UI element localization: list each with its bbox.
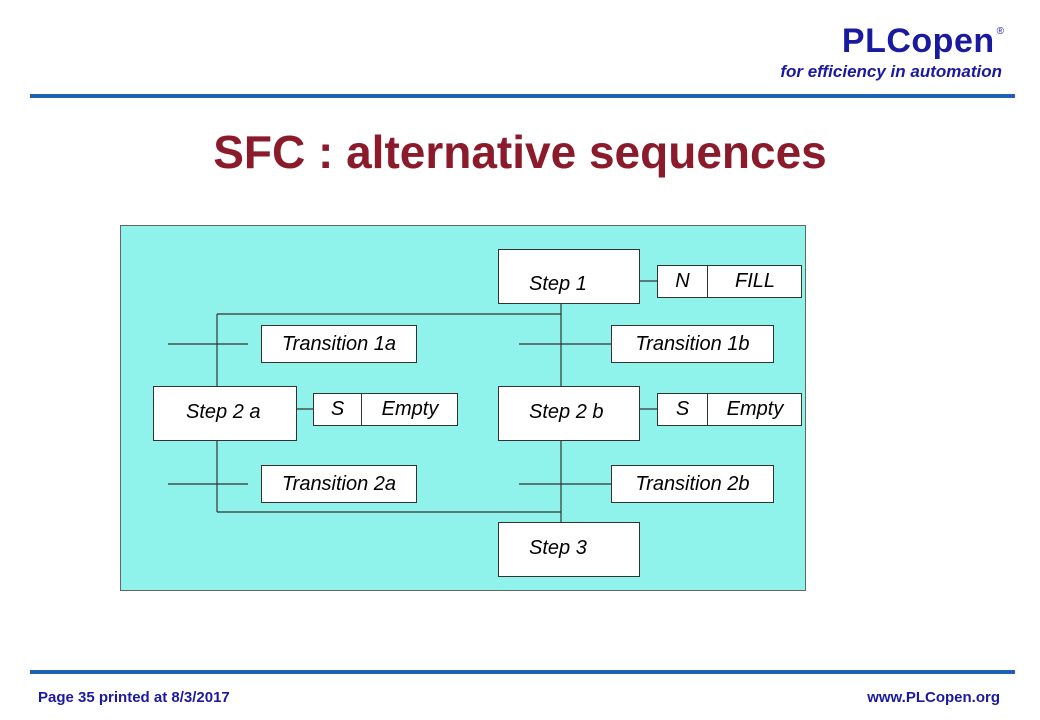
action-name: Empty <box>726 398 784 420</box>
header-divider <box>30 94 1015 98</box>
page-title: SFC : alternative sequences <box>213 126 827 178</box>
step-2a-label: Step 2 a <box>186 401 261 423</box>
step-3-label: Step 3 <box>529 537 587 559</box>
brand-logo: PLCopen® <box>842 22 1004 60</box>
action-block-step2a[interactable]: S Empty <box>313 393 458 426</box>
transition-2a[interactable]: Transition 2a <box>261 465 417 503</box>
action-qualifier: S <box>314 394 362 425</box>
action-qualifier: N <box>658 266 708 297</box>
action-block-step1[interactable]: N FILL <box>657 265 802 298</box>
footer-divider <box>30 670 1015 674</box>
transition-1a[interactable]: Transition 1a <box>261 325 417 363</box>
transition-1b[interactable]: Transition 1b <box>611 325 774 363</box>
sfc-diagram: Step 1 Step 2 a Step 2 b Step 3 N FILL S… <box>120 225 806 591</box>
action-name: FILL <box>734 270 776 292</box>
footer-page-info: Page 35 printed at 8/3/2017 <box>38 689 230 706</box>
step-2b[interactable]: Step 2 b <box>498 386 640 441</box>
sfc-connection-lines <box>168 280 657 522</box>
registered-mark: ® <box>996 26 1004 37</box>
brand-name: PLCopen <box>841 22 995 60</box>
action-block-step2b[interactable]: S Empty <box>657 393 802 426</box>
brand-tagline: for efficiency in automation <box>780 62 1002 81</box>
step-1[interactable]: Step 1 <box>498 249 640 304</box>
action-qualifier: S <box>658 394 708 425</box>
footer-url[interactable]: www.PLCopen.org <box>867 689 1000 706</box>
step-1-label: Step 1 <box>529 273 587 295</box>
step-2b-label: Step 2 b <box>529 401 604 423</box>
step-3[interactable]: Step 3 <box>498 522 640 577</box>
action-name: Empty <box>381 398 439 420</box>
step-2a[interactable]: Step 2 a <box>153 386 297 441</box>
transition-2b[interactable]: Transition 2b <box>611 465 774 503</box>
